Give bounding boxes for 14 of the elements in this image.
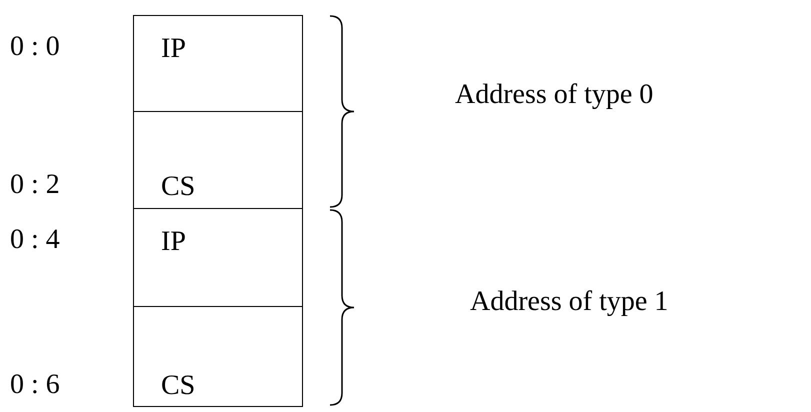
type-label: Address of type 1 — [470, 287, 668, 317]
address-label: 0 : 0 — [10, 32, 60, 62]
address-label: 0 : 2 — [10, 170, 60, 200]
memory-cell — [133, 15, 303, 112]
type-label: Address of type 0 — [455, 80, 654, 110]
register-name: CS — [161, 371, 196, 401]
address-label: 0 : 6 — [10, 370, 60, 400]
memory-cell — [133, 111, 303, 209]
memory-cell — [133, 208, 303, 307]
register-name: CS — [161, 172, 196, 202]
memory-cell — [133, 306, 303, 407]
register-name: IP — [161, 34, 186, 64]
address-label: 0 : 4 — [10, 225, 60, 255]
register-name: IP — [161, 227, 186, 257]
